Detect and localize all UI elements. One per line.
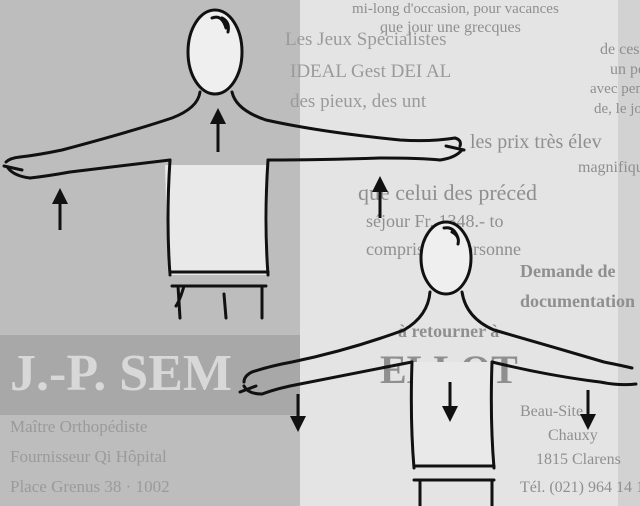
figure1-head — [188, 10, 242, 94]
figure2-head — [421, 222, 471, 294]
figure2-waistband — [414, 466, 494, 480]
figure1-left-arm-bottom — [30, 160, 170, 178]
figure1-left-arm-top — [20, 92, 200, 157]
arrow-up-icon — [372, 176, 388, 218]
figure1-right-arm-top — [232, 92, 455, 141]
figure2-right-arm-top — [462, 292, 632, 368]
figure1-torso-fill — [165, 165, 268, 275]
figure2-torso-right — [491, 362, 494, 468]
figure2-left-arm-top — [252, 292, 430, 372]
figure1-left-hand — [4, 157, 30, 178]
figure1-pants — [176, 286, 262, 318]
arrow-down-icon — [290, 394, 306, 432]
arrow-down-icon — [580, 390, 596, 430]
figure2-left-hand — [240, 372, 262, 394]
figure1-right-hand — [440, 138, 464, 160]
figure-arms-lowered — [240, 222, 636, 506]
figure1-right-arm-bottom — [268, 158, 440, 160]
figure-arms-raised — [4, 10, 464, 318]
figure2-left-arm-bottom — [262, 362, 412, 394]
arrow-up-icon — [210, 108, 226, 152]
arrow-up-icon — [52, 188, 68, 230]
figure2-pants — [420, 480, 492, 506]
